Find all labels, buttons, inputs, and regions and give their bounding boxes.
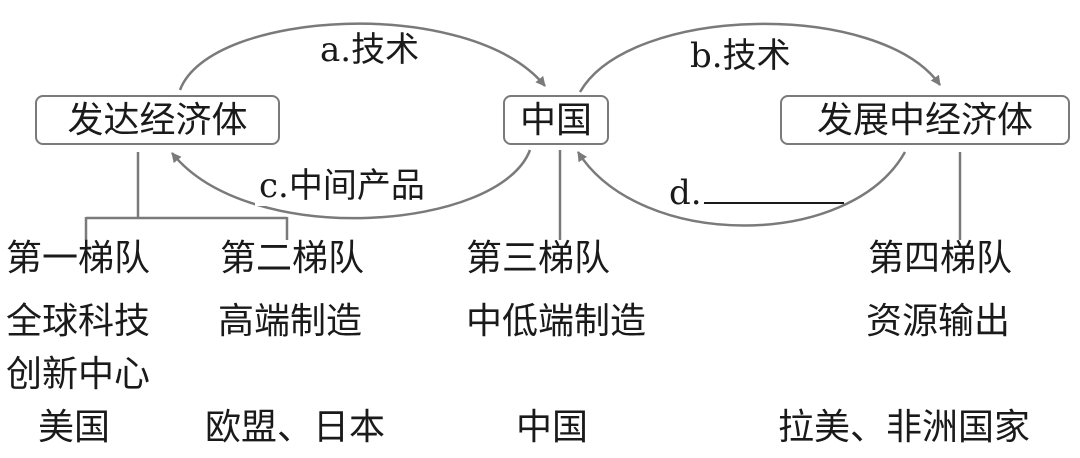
- tier-1-role-line2: 创新中心: [6, 354, 151, 395]
- tier-2-example: 欧盟、日本: [205, 407, 386, 448]
- tier-1-name: 第一梯队: [6, 238, 151, 279]
- node-china: 中国: [503, 95, 609, 145]
- tier-2-role: 高端制造: [218, 301, 363, 342]
- arrow-a-tech: [178, 22, 546, 91]
- tier-3-name: 第三梯队: [466, 238, 611, 279]
- tier-1-role: 全球科技: [6, 301, 151, 342]
- arrow-b-tech: [578, 22, 942, 93]
- flow-label-b: b.技术: [690, 36, 791, 76]
- arrow-d-blank: [576, 151, 907, 227]
- node-developing-economies: 发展中经济体: [780, 95, 1070, 145]
- tier-3-example: 中国: [516, 407, 589, 448]
- flow-label-a: a.技术: [320, 30, 420, 70]
- flow-label-d: d.: [665, 172, 848, 213]
- flow-label-d-text: d.: [669, 173, 702, 213]
- tier-4-example: 拉美、非洲国家: [778, 407, 1031, 448]
- tier-3-role: 中低端制造: [466, 301, 647, 342]
- tier-4-role: 资源输出: [866, 301, 1011, 342]
- tier-2-name: 第二梯队: [220, 238, 365, 279]
- flow-label-c: c.中间产品: [255, 166, 429, 206]
- tier-4-name: 第四梯队: [868, 238, 1013, 279]
- arrow-c-intermediate: [171, 149, 532, 220]
- node-developed-economies: 发达经济体: [35, 95, 280, 145]
- answer-blank: [703, 172, 844, 204]
- tier-1-example: 美国: [38, 407, 111, 448]
